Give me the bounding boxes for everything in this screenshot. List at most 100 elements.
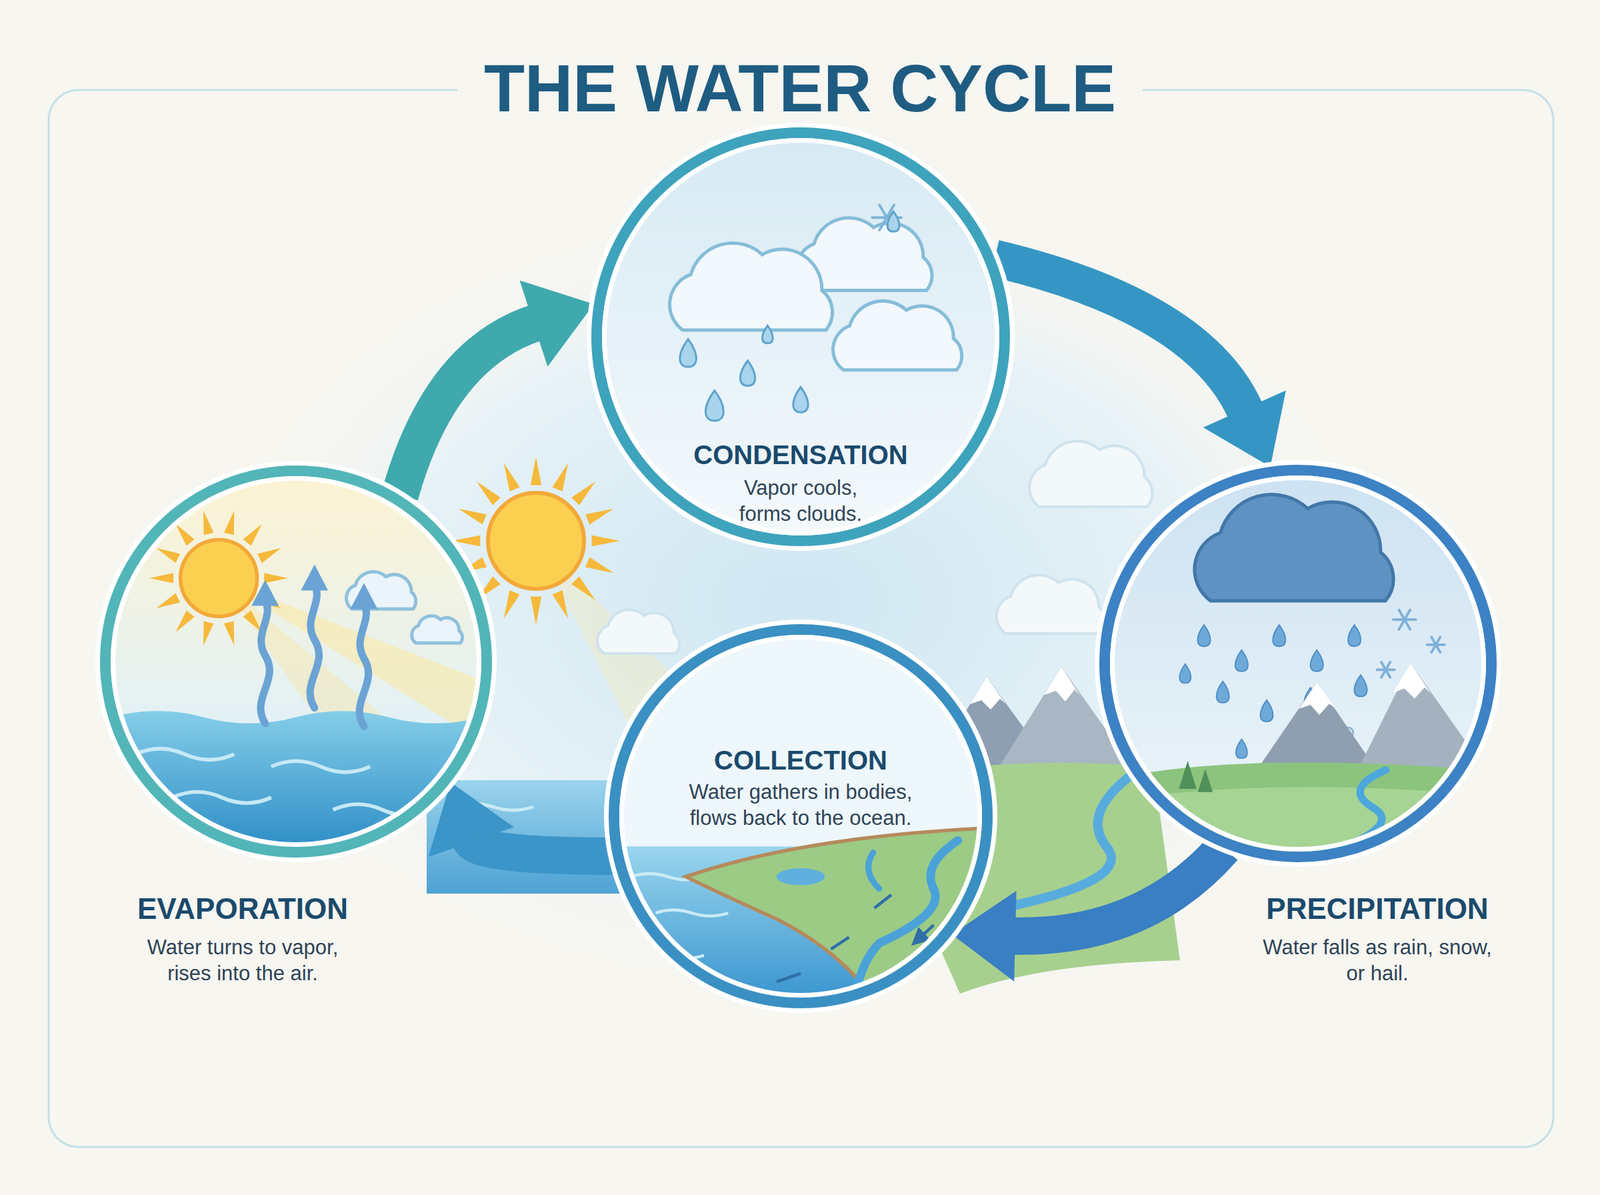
precipitation-illustration [1398, 610, 1410, 630]
evaporation-illustration [110, 476, 482, 847]
cloud-illustration [602, 138, 1000, 536]
arrow-shaft [400, 322, 537, 496]
cloud-illustration [670, 243, 833, 331]
evaporation-illustration [257, 548, 281, 563]
evaporation-illustration [243, 524, 262, 546]
step-description: Water turns to vapor, rises into the air… [122, 934, 363, 987]
arrow-shaft [470, 839, 614, 856]
circle-frame [1099, 464, 1497, 862]
sun [592, 535, 620, 546]
evaporation-illustration [300, 564, 328, 708]
collection-illustration [686, 828, 982, 998]
cloud-illustration [680, 339, 697, 368]
step-description: Vapor cools, forms clouds. [717, 475, 884, 528]
evaporation-illustration [203, 510, 214, 536]
evaporation-illustration [110, 476, 482, 847]
evaporation-illustration [110, 710, 482, 847]
collection-illustration [868, 852, 880, 888]
arrow-shaft [1012, 847, 1224, 936]
precipitation-illustration [1381, 662, 1390, 678]
cycle-arrow [952, 847, 1224, 981]
evaporation-illustration [203, 621, 214, 646]
circle-ring [602, 138, 1000, 536]
precipitation-illustration [1110, 475, 1486, 852]
sun [552, 463, 568, 492]
arrow-head [1203, 390, 1286, 467]
precipitation-illustration [1376, 662, 1394, 678]
evaporation-illustration [224, 510, 234, 536]
precipitation-illustration [1393, 610, 1416, 630]
sun [552, 590, 568, 618]
precipitation-illustration [1299, 682, 1336, 715]
evaporation-illustration [243, 610, 262, 632]
precipitation-illustration [1235, 650, 1248, 672]
circle-ring [1110, 475, 1486, 852]
precipitation-illustration [1272, 624, 1286, 646]
precipitation-illustration [1348, 624, 1361, 646]
precipitation-illustration [1216, 681, 1230, 703]
precipitation-illustration [1431, 636, 1440, 652]
text-block: CONDENSATIONVapor cools, forms clouds. [600, 438, 1001, 528]
precipitation-circle: PRECIPITATIONWater falls as rain, snow, … [1099, 464, 1533, 998]
cloud-illustration [602, 138, 1000, 536]
precipitation-illustration [1260, 700, 1273, 722]
sun [571, 481, 596, 506]
step-description: Water falls as rain, snow, or hail. [1257, 934, 1498, 987]
precipitation-illustration [1431, 636, 1440, 652]
condensation-circle: CONDENSATIONVapor cools, forms clouds. [591, 127, 1010, 546]
cloud [996, 574, 1106, 634]
step-heading: COLLECTION [600, 743, 1001, 777]
precipitation-illustration [1178, 760, 1196, 789]
step-heading: PRECIPITATION [1177, 890, 1578, 927]
evaporation-illustration [251, 580, 279, 606]
precipitation-illustration [1398, 610, 1410, 630]
precipitation-illustration [1194, 494, 1394, 601]
circle-frame [100, 465, 492, 858]
evaporation-illustration [350, 582, 378, 726]
cloud-illustration [793, 386, 808, 412]
collection-illustration [855, 840, 958, 998]
precipitation-illustration [1427, 636, 1445, 652]
precipitation-illustration [1354, 674, 1367, 696]
cloud-illustration [705, 390, 724, 421]
cycle-arrow [994, 258, 1286, 467]
title: THE WATER CYCLE [457, 48, 1143, 128]
evaporation-illustration [175, 524, 194, 546]
text-block: PRECIPITATION Water falls as rain, snow, … [1177, 890, 1578, 987]
evaporation-illustration [412, 616, 463, 644]
evaporation-illustration [149, 572, 174, 583]
sun [585, 556, 614, 573]
evaporation-illustration [224, 621, 234, 646]
sun [530, 456, 542, 485]
evaporation-illustration [251, 580, 279, 724]
sun [504, 463, 520, 492]
evaporation-circle: EVAPORATIONWater turns to vapor, rises i… [100, 465, 500, 999]
frame [48, 90, 1554, 1147]
text-block: EVAPORATIONWater turns to vapor, rises i… [42, 890, 443, 987]
sun [530, 596, 542, 625]
collection-illustration [619, 634, 982, 998]
sun [504, 590, 520, 618]
sun [488, 492, 584, 589]
precipitation-illustration [1310, 650, 1324, 672]
step-heading: CONDENSATION [600, 438, 1001, 472]
precipitation-illustration [1110, 762, 1486, 852]
precipitation-illustration [1236, 739, 1248, 759]
precipitation-illustration [1381, 662, 1390, 678]
cloud-illustration [680, 211, 900, 421]
precipitation-illustration [1179, 664, 1191, 684]
collection-illustration [776, 894, 934, 982]
precipitation-illustration [1393, 663, 1431, 699]
evaporation-illustration [156, 548, 180, 563]
cloud-illustration [740, 360, 755, 386]
precipitation-illustration [1110, 786, 1486, 852]
step-description: Water gathers in bodies, flows back to t… [664, 779, 938, 832]
snow-cap [1044, 666, 1080, 702]
title-bar: THE WATER CYCLE [0, 48, 1600, 128]
evaporation-illustration [264, 572, 288, 583]
evaporation-illustration [175, 610, 194, 632]
precipitation-illustration [1197, 624, 1210, 646]
precipitation-illustration [1110, 475, 1486, 852]
precipitation-illustration [1323, 770, 1386, 852]
text-block: COLLECTIONWater gathers in bodies, flows… [600, 743, 1001, 832]
